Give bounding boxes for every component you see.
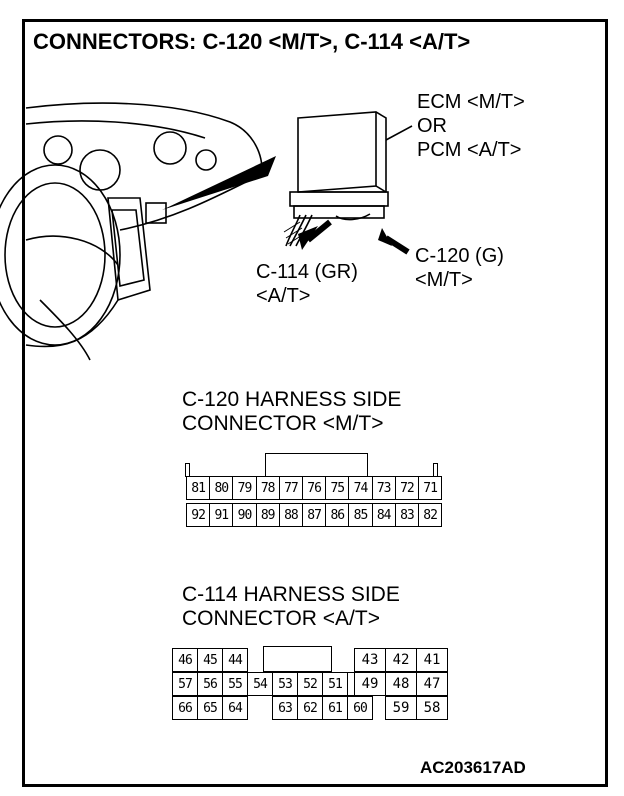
c120-pin: 77 [278, 476, 303, 500]
c114-pin: 54 [247, 672, 273, 696]
c114-pin: 58 [416, 696, 448, 720]
c120-pin: 80 [209, 476, 234, 500]
c120-callout-line2: <M/T> [415, 269, 473, 291]
c120-pin: 86 [325, 503, 350, 527]
c114-pin: 42 [385, 648, 417, 672]
ecm-label-line2: OR [417, 115, 447, 137]
c120-pin: 83 [394, 503, 419, 527]
c114-pin: 46 [172, 648, 198, 672]
c120-callout-line1: C-120 (G) [415, 245, 504, 267]
c114-pin: 53 [272, 672, 298, 696]
c114-pin: 45 [197, 648, 223, 672]
c114-pin: 63 [272, 696, 298, 720]
c114-pin: 64 [222, 696, 248, 720]
c120-key-tab [265, 453, 368, 477]
c114-pin: 49 [354, 672, 386, 696]
c120-header-line1: C-120 HARNESS SIDE [182, 388, 402, 411]
c120-pin: 92 [186, 503, 211, 527]
c114-callout-line1: C-114 (GR) [256, 261, 358, 283]
c114-pin: 62 [297, 696, 323, 720]
c114-pin: 43 [354, 648, 386, 672]
c114-header-line2: CONNECTOR <A/T> [182, 607, 380, 630]
c114-header-line1: C-114 HARNESS SIDE [182, 583, 400, 606]
c114-pin: 52 [297, 672, 323, 696]
c120-pin: 75 [325, 476, 350, 500]
c120-header-line2: CONNECTOR <M/T> [182, 412, 384, 435]
c120-pin: 87 [302, 503, 327, 527]
c114-pin: 55 [222, 672, 248, 696]
c120-pin: 91 [209, 503, 234, 527]
c120-pin: 71 [418, 476, 443, 500]
diagram-frame [22, 19, 608, 787]
c120-pin: 73 [371, 476, 396, 500]
c120-pin: 82 [418, 503, 443, 527]
c120-pin: 89 [255, 503, 280, 527]
c114-pin: 66 [172, 696, 198, 720]
c114-pin: 48 [385, 672, 417, 696]
c114-pin: 47 [416, 672, 448, 696]
ecm-label-line1: ECM <M/T> [417, 91, 525, 113]
c114-pin: 60 [347, 696, 373, 720]
c120-pin: 72 [394, 476, 419, 500]
ecm-label-line3: PCM <A/T> [417, 139, 522, 161]
c120-pin: 90 [232, 503, 257, 527]
c120-side-latch-left [185, 463, 190, 477]
c120-pin: 79 [232, 476, 257, 500]
c120-pin: 74 [348, 476, 373, 500]
c114-pin: 65 [197, 696, 223, 720]
figure-code: AC203617AD [420, 758, 526, 777]
c120-side-latch-right [433, 463, 438, 477]
c120-pin: 78 [255, 476, 280, 500]
diagram-title: CONNECTORS: C-120 <M/T>, C-114 <A/T> [33, 29, 471, 54]
c114-pin: 59 [385, 696, 417, 720]
c114-pin: 44 [222, 648, 248, 672]
c114-pin: 61 [322, 696, 348, 720]
c120-pin: 88 [278, 503, 303, 527]
c114-pin: 56 [197, 672, 223, 696]
c114-pin: 41 [416, 648, 448, 672]
c120-pin: 85 [348, 503, 373, 527]
c114-pin: 57 [172, 672, 198, 696]
c120-pin: 84 [371, 503, 396, 527]
c114-key-tab [263, 646, 332, 672]
c120-pin: 76 [302, 476, 327, 500]
c114-pin: 51 [322, 672, 348, 696]
c120-pin: 81 [186, 476, 211, 500]
c114-callout-line2: <A/T> [256, 285, 311, 307]
